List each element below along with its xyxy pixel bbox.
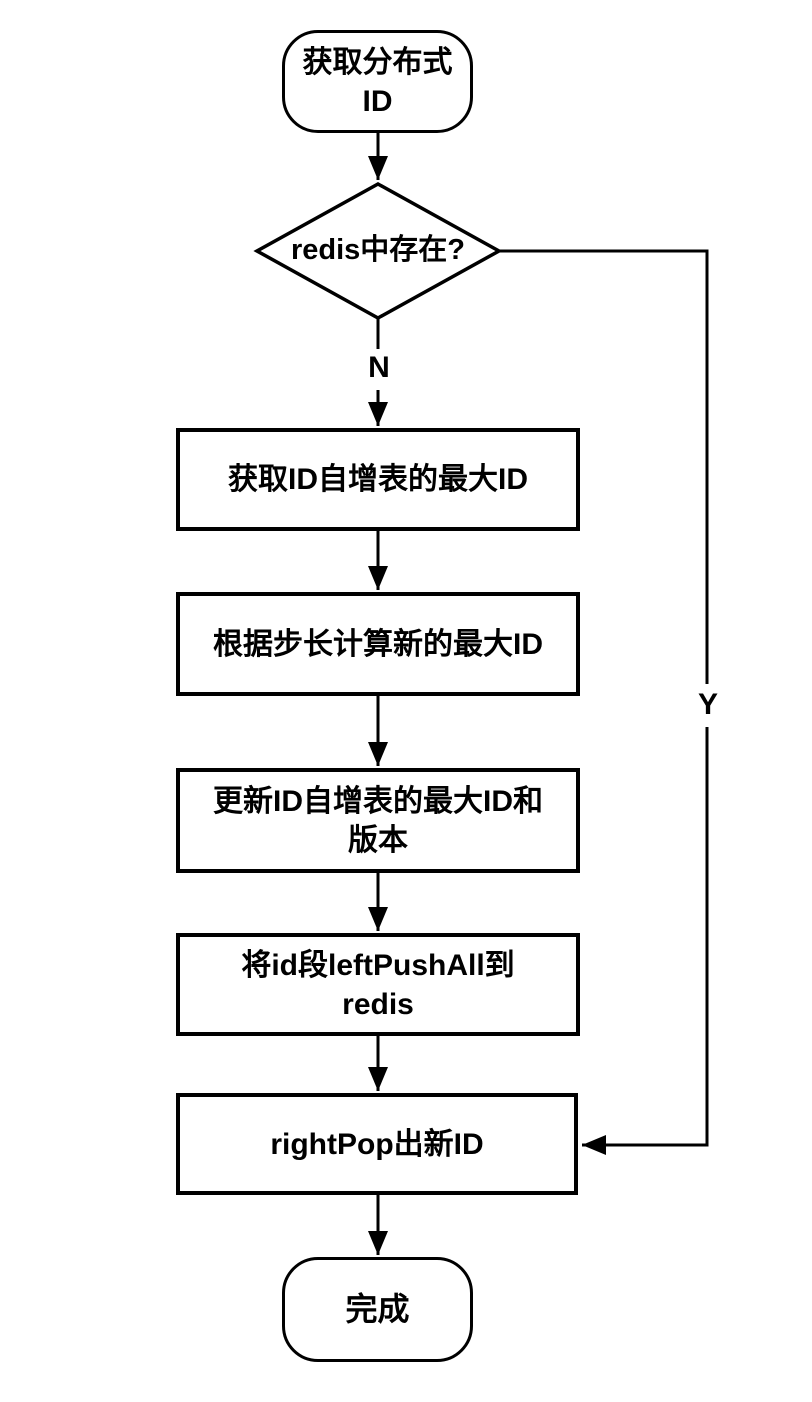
edge-yes-lower [582,727,709,1155]
edge-label-no: N [360,353,398,383]
edge-yes-upper [499,249,709,684]
process-node-get-max-id: 获取ID自增表的最大ID [176,428,580,531]
process-node-right-pop: rightPop出新ID [176,1093,578,1195]
process-node-update-table: 更新ID自增表的最大ID和 版本 [176,768,580,873]
decision-node-label: redis中存在? [290,234,466,267]
end-node: 完成 [282,1257,473,1362]
start-node: 获取分布式 ID [282,30,473,133]
process-node-left-push-all: 将id段leftPushAll到 redis [176,933,580,1036]
edge-label-yes: Y [691,690,725,720]
process-node-calc-new-max-id: 根据步长计算新的最大ID [176,592,580,696]
